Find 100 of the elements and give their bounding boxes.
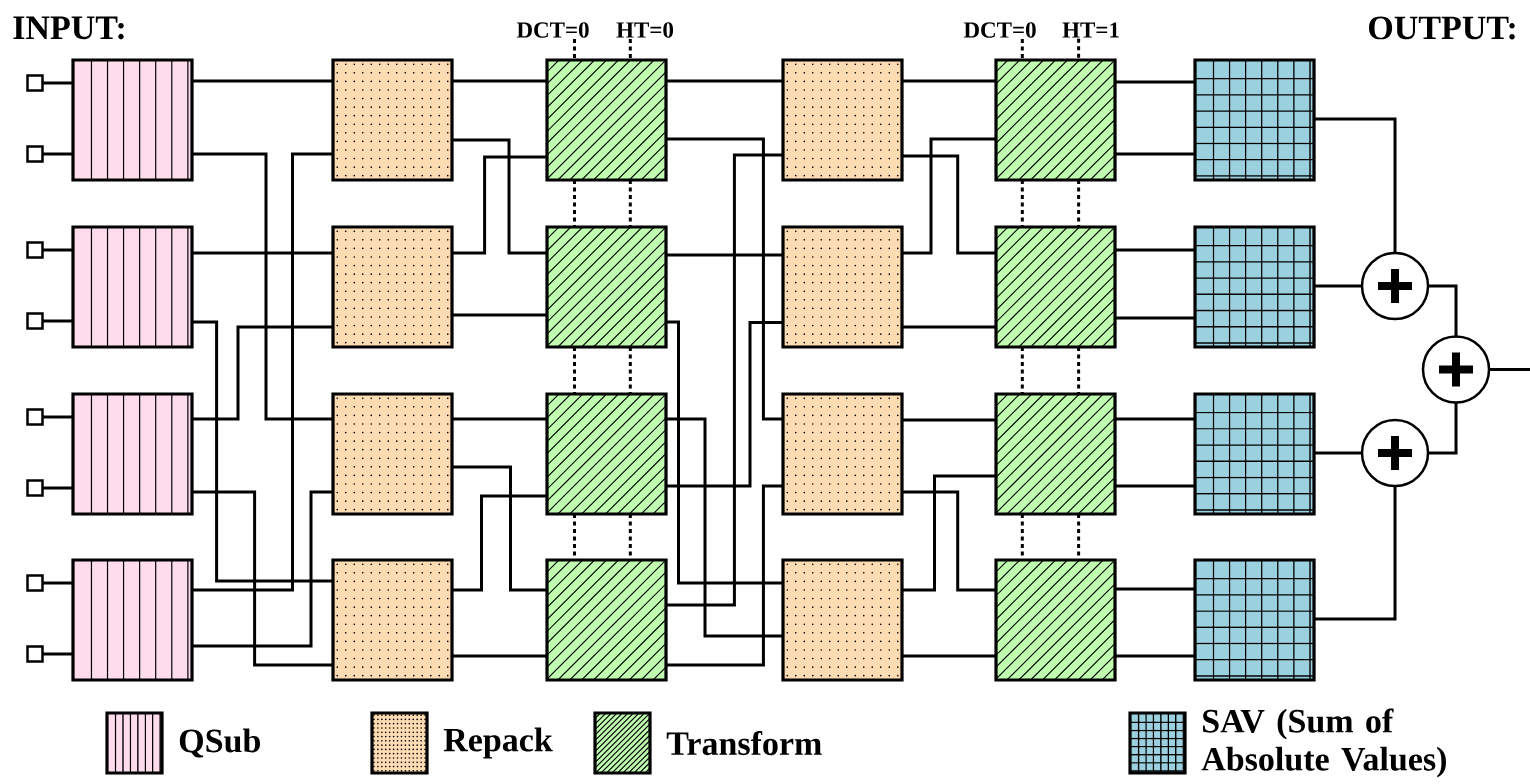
wire [666,484,783,667]
dashed-wire [1020,180,1024,227]
transform-block [994,58,1117,182]
wire [1115,484,1195,488]
legend-label: SAV (Sum of Absolute Values) [1201,708,1446,778]
sav-block [1193,392,1316,516]
dashed-wire [1077,180,1081,227]
repack-block [781,225,904,349]
wire [452,494,547,592]
input-terminal [26,145,44,163]
repack-block [781,558,904,682]
legend-label: Repack [443,727,553,759]
wire [1115,654,1195,658]
repack-block [781,58,904,182]
wire [1489,368,1530,371]
wire [42,652,73,656]
mode-label: DCT=0 [516,22,589,38]
transform-block [545,392,668,516]
mode-label: DCT=0 [963,22,1036,38]
dashed-wire [573,38,576,60]
wire [192,325,333,421]
wire [1314,486,1397,621]
wire [42,81,73,85]
wire [192,320,333,583]
wire [192,152,333,592]
wire [42,581,73,585]
sav-block [1193,558,1316,682]
wire [1314,284,1362,288]
transform-block [545,58,668,182]
repack-block [331,558,454,682]
wire [42,486,73,490]
wire [42,319,73,323]
wire [452,313,547,317]
transform-block [545,558,668,682]
wire [1115,316,1195,320]
wire [1115,417,1195,421]
wire [42,248,73,252]
repack-block [781,392,904,516]
repack-block [331,58,454,182]
adder-circle [1360,418,1430,488]
wire [1115,587,1195,591]
transform-block [545,225,668,349]
legend-label: QSub [179,728,260,758]
wire [902,79,996,83]
transform-block [994,392,1117,516]
dashed-wire [628,347,632,394]
mode-label: HT=0 [616,22,674,38]
wire [902,325,996,329]
wire [192,79,333,83]
heading-label: OUTPUT: [1369,16,1515,40]
sav-block [1193,225,1316,349]
wire [42,152,73,156]
repack-block [331,225,454,349]
wire [42,415,73,419]
wire [666,321,783,488]
qsub-block [71,58,194,182]
wire [452,654,547,658]
wire [1115,80,1195,84]
mode-label: HT=1 [1062,22,1119,38]
wire [1428,402,1458,455]
input-terminal [26,312,44,330]
qsub-block [71,392,194,516]
adder-circle [1421,335,1491,404]
wire [902,418,996,422]
wire [1314,451,1362,455]
heading-label: INPUT: [13,16,124,40]
wire [666,417,783,638]
transform-block [994,225,1117,349]
dashed-wire [573,347,576,394]
wire [902,654,996,658]
wire [192,251,333,255]
dashed-wire [573,180,576,227]
wire [1428,284,1458,337]
wire [1115,152,1195,156]
wire [666,137,783,421]
wire [666,253,783,257]
wire [452,417,547,421]
dashed-wire [628,180,632,227]
wire [666,79,783,83]
input-terminal [26,408,44,426]
wire [666,153,783,607]
wire [452,79,547,83]
transform-block [994,558,1117,682]
qsub-block [71,558,194,682]
wire [192,152,333,421]
qsub-block [71,225,194,349]
input-terminal [26,479,44,497]
repack-block [331,392,454,516]
dashed-wire [1077,347,1081,394]
dashed-wire [628,38,632,60]
legend-label: Transform [666,730,822,756]
dashed-wire [1020,347,1024,394]
input-terminal [26,241,44,259]
adder-circle [1360,251,1430,321]
dashed-wire [1020,38,1024,60]
dashed-wire [1077,38,1081,60]
wire [1115,248,1195,252]
wire [452,465,547,592]
sav-block [1193,58,1316,182]
wire [666,320,783,585]
